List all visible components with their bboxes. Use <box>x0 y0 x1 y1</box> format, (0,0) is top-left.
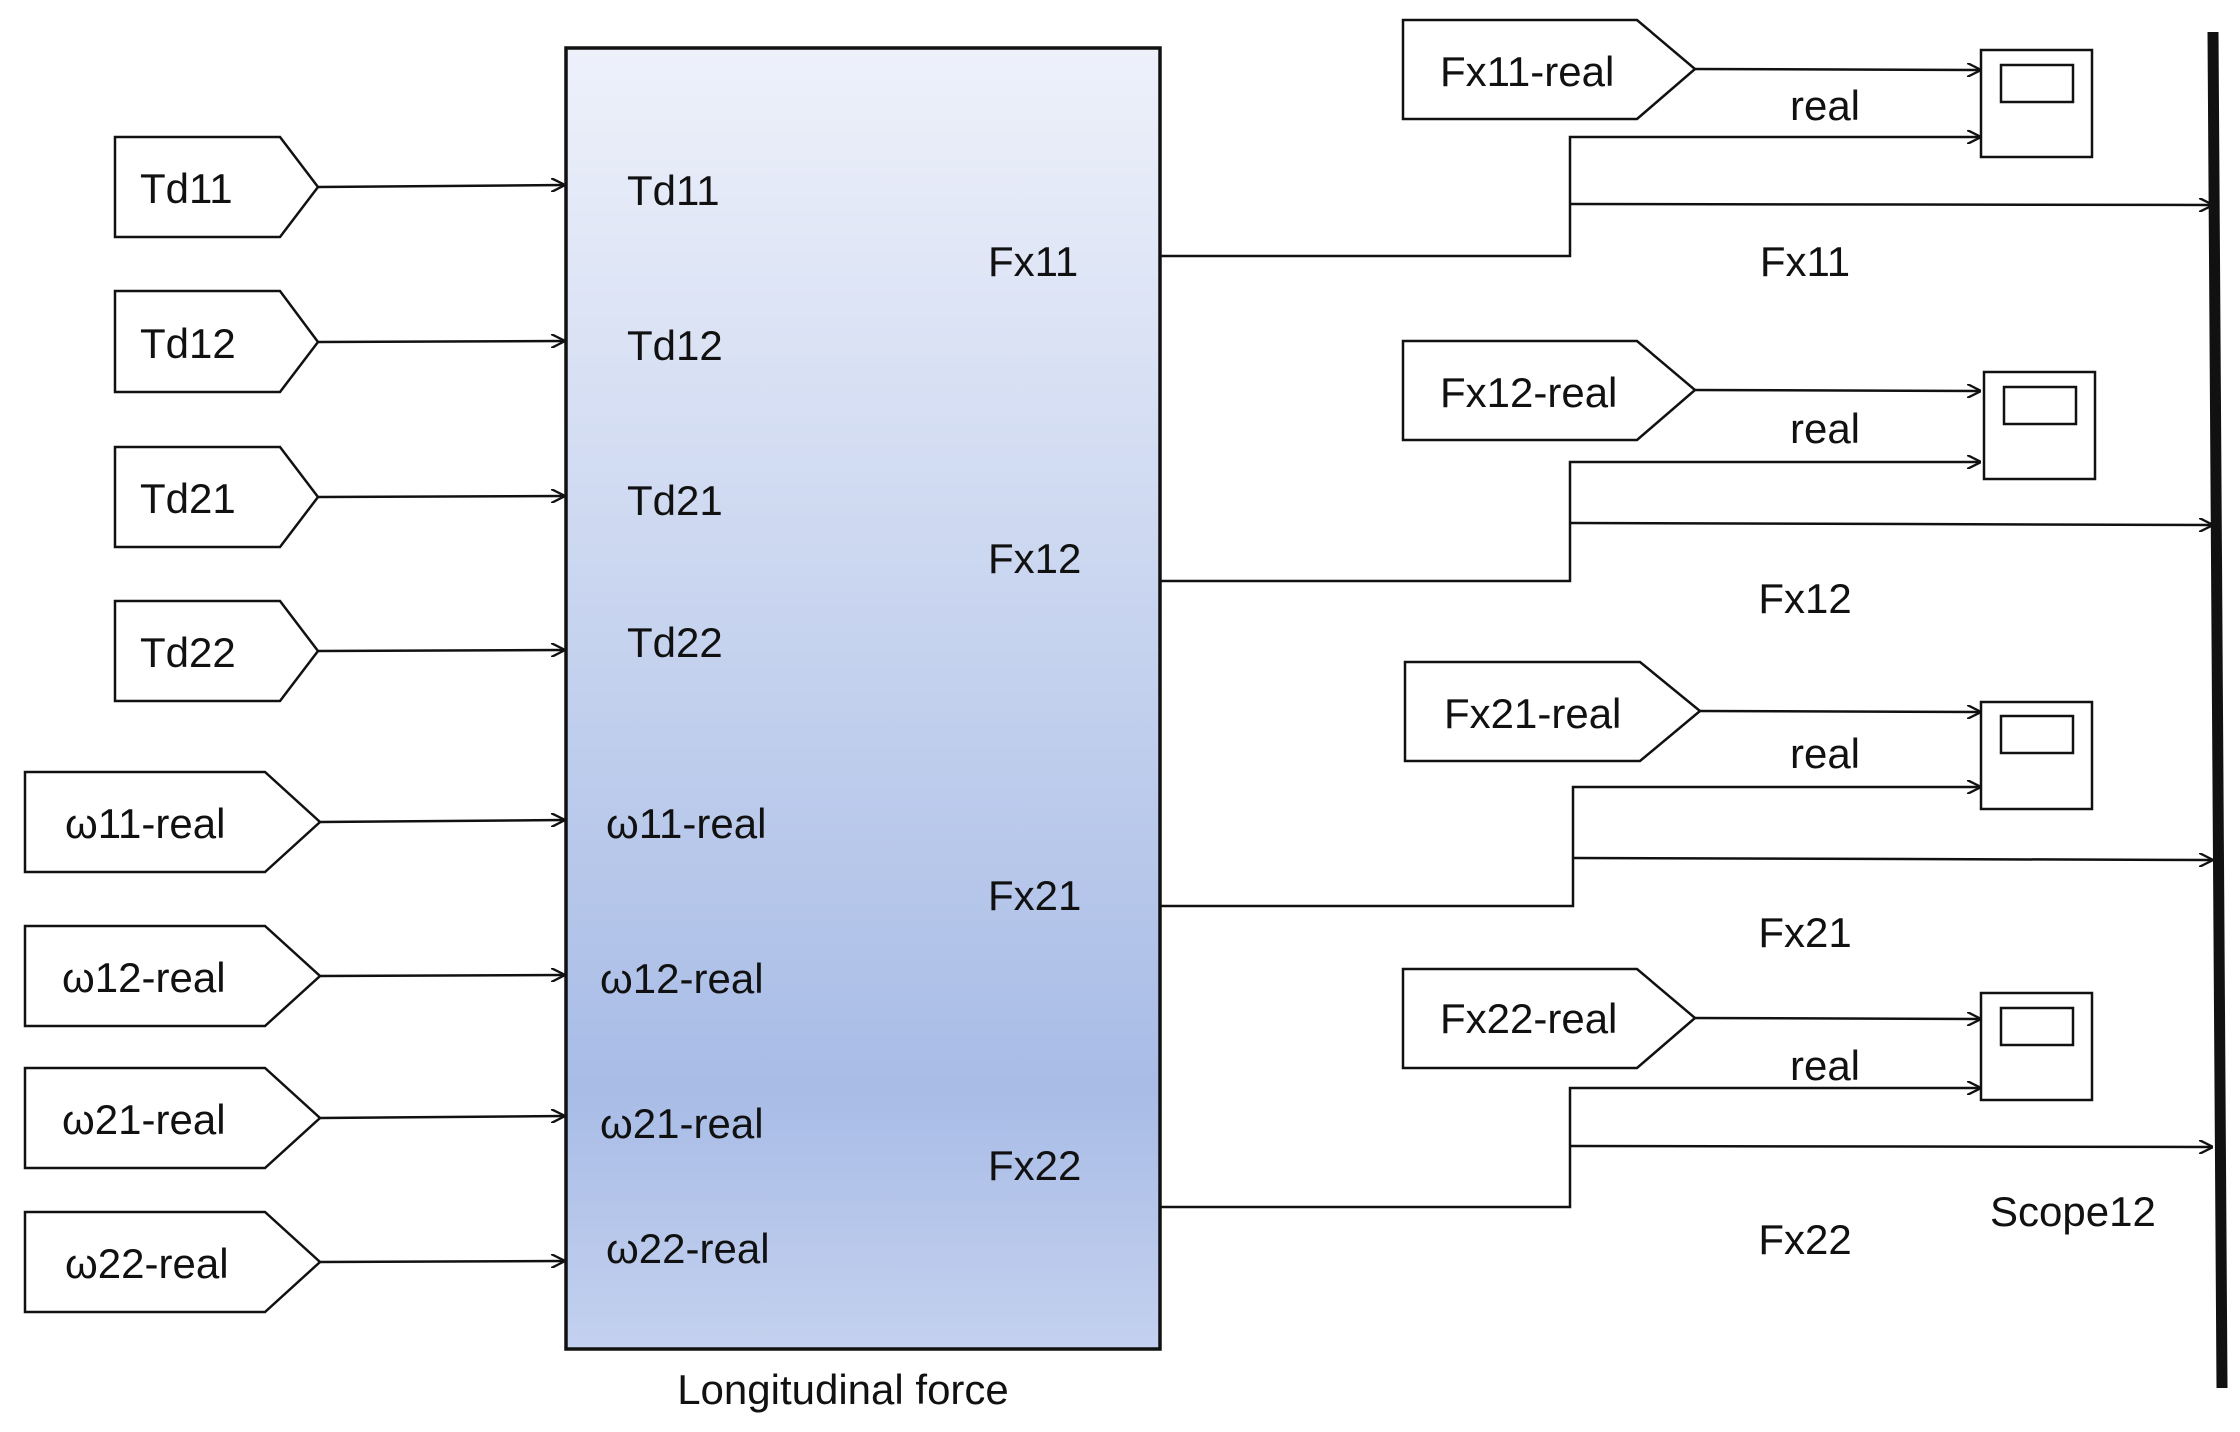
scope-screen-icon <box>1999 1006 2075 1047</box>
signal-line-td21 <box>317 496 564 497</box>
scope-screen-icon <box>1999 63 2075 104</box>
input-tag-td22[interactable]: Td22 <box>113 599 320 703</box>
in-port-td22: Td22 <box>627 619 723 666</box>
svg-text:Td11: Td11 <box>140 165 233 212</box>
signal-label-fx22: Fx22 <box>1758 1216 1851 1263</box>
svg-text:ω22-real: ω22-real <box>65 1240 229 1287</box>
signal-line-fx12-real <box>1689 390 1980 391</box>
block-title: Longitudinal force <box>677 1366 1009 1413</box>
scope12-label: Scope12 <box>1990 1188 2156 1235</box>
signal-line-fx21-real <box>1697 711 1980 712</box>
in-port-w11-real: ω11-real <box>606 800 766 847</box>
signal-label-fx21: Fx21 <box>1758 909 1851 956</box>
svg-text:Fx11-real: Fx11-real <box>1440 48 1614 95</box>
out-port-fx11: Fx11 <box>988 238 1078 285</box>
svg-text:Td12: Td12 <box>140 320 236 367</box>
svg-text:ω21-real: ω21-real <box>62 1096 226 1143</box>
signal-line-td22 <box>317 650 564 651</box>
svg-text:Td22: Td22 <box>140 629 236 676</box>
input-tag-td12[interactable]: Td12 <box>113 289 320 394</box>
input-tag-w22-real[interactable]: ω22-real <box>23 1210 322 1314</box>
longitudinal-force-block[interactable]: Td11 Td12 Td21 Td22 ω11-real ω12-real ω2… <box>564 46 1162 1351</box>
signal-line-w11 <box>319 820 564 822</box>
in-port-w12-real: ω12-real <box>600 955 764 1002</box>
signal-line-fx12-bus <box>1569 523 2212 525</box>
signal-line-w21 <box>319 1116 564 1118</box>
in-port-w21-real: ω21-real <box>600 1100 764 1147</box>
svg-text:Fx22-real: Fx22-real <box>1440 995 1617 1042</box>
signal-line-fx11-bus <box>1569 204 2212 205</box>
input-tag-td11[interactable]: Td11 <box>113 135 320 239</box>
signal-label-real-2: real <box>1790 405 1860 452</box>
input-signal-lines <box>317 185 564 1262</box>
in-port-w22-real: ω22-real <box>606 1225 770 1272</box>
in-port-td12: Td12 <box>627 322 723 369</box>
signal-label-real-3: real <box>1790 730 1860 777</box>
in-port-td21: Td21 <box>627 477 723 524</box>
signal-line-td11 <box>317 185 564 187</box>
scope-block-fx12[interactable] <box>1982 370 2097 481</box>
signal-label-real-1: real <box>1790 82 1860 129</box>
scope-block-fx21[interactable] <box>1979 700 2094 811</box>
signal-label-fx11: Fx11 <box>1760 238 1850 285</box>
svg-text:ω12-real: ω12-real <box>62 954 226 1001</box>
svg-text:Fx12-real: Fx12-real <box>1440 369 1617 416</box>
in-port-td11: Td11 <box>627 167 720 214</box>
output-signal-lines <box>1160 69 2212 1209</box>
signal-line-fx22-scope <box>1160 1088 1980 1209</box>
out-port-fx22: Fx22 <box>988 1142 1081 1189</box>
out-port-fx12: Fx12 <box>988 535 1081 582</box>
scope12-bus-bar[interactable] <box>2207 31 2228 1389</box>
signal-line-fx21-scope <box>1160 787 1980 908</box>
signal-line-w22 <box>319 1261 564 1262</box>
svg-text:ω11-real: ω11-real <box>65 800 225 847</box>
signal-line-w12 <box>319 975 564 976</box>
svg-text:Td21: Td21 <box>140 475 236 522</box>
input-tag-w12-real[interactable]: ω12-real <box>23 924 322 1028</box>
scope-screen-icon <box>2002 385 2078 426</box>
signal-line-fx11-real <box>1689 69 1980 70</box>
real-tag-fx12[interactable]: Fx12-real <box>1401 339 1697 442</box>
out-port-fx21: Fx21 <box>988 872 1081 919</box>
scope-block-fx11[interactable] <box>1979 48 2094 159</box>
real-tag-fx21[interactable]: Fx21-real <box>1403 660 1702 763</box>
signal-line-fx21-bus <box>1572 858 2212 860</box>
scope-block-fx22[interactable] <box>1979 991 2094 1102</box>
svg-text:Fx21-real: Fx21-real <box>1444 690 1621 737</box>
real-tag-fx11[interactable]: Fx11-real <box>1401 18 1697 121</box>
signal-label-fx12: Fx12 <box>1758 575 1851 622</box>
signal-line-fx22-bus <box>1569 1146 2212 1147</box>
signal-line-fx22-real <box>1689 1018 1980 1019</box>
signal-line-fx11-scope <box>1160 137 1980 258</box>
real-tag-fx22[interactable]: Fx22-real <box>1401 967 1697 1070</box>
input-tag-td21[interactable]: Td21 <box>113 445 320 549</box>
signal-line-fx12-scope <box>1160 462 1980 583</box>
scope-screen-icon <box>1999 714 2075 755</box>
signal-line-td12 <box>317 341 564 342</box>
signal-label-real-4: real <box>1790 1042 1860 1089</box>
input-tag-w11-real[interactable]: ω11-real <box>23 770 322 874</box>
input-tag-w21-real[interactable]: ω21-real <box>23 1066 322 1170</box>
